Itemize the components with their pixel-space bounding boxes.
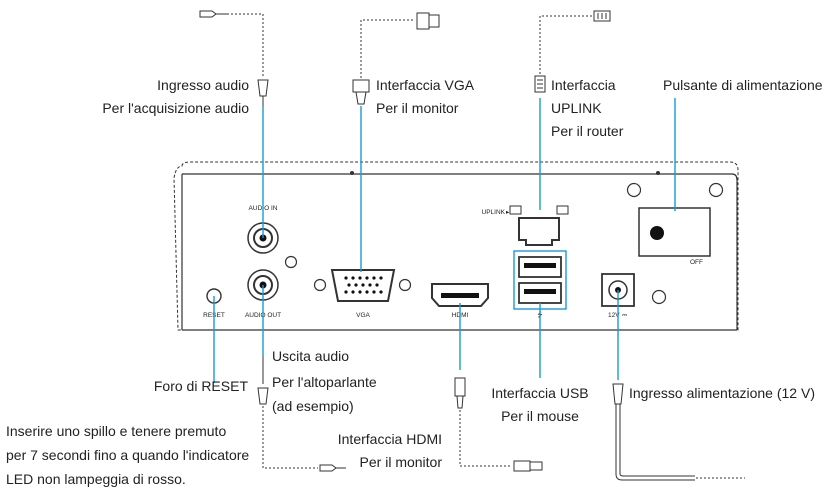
audio-out-title: Uscita audio [272, 348, 349, 364]
dc-symbol: ⎓ [622, 312, 627, 319]
usb-title: Interfaccia USB [491, 385, 588, 401]
uplink-cable [534, 10, 611, 93]
power-switch [638, 207, 711, 257]
hdmi-title: Interfaccia HDMI [338, 431, 442, 447]
reset-note-2: per 7 secondi fino a quando l'indicatore [6, 447, 249, 463]
reset-title: Foro di RESET [154, 378, 249, 394]
reset-note-1: Inserire uno spillo e tenere premuto [6, 423, 226, 439]
screw-hole [651, 289, 667, 305]
audio-out-desc: Per l'altoparlante [272, 374, 377, 390]
reset-note-3: LED non lampeggia di rosso. [6, 471, 186, 487]
uplink-port [509, 205, 569, 246]
hdmi-cable [454, 377, 543, 472]
power-input-title: Ingresso alimentazione (12 V) [629, 385, 815, 401]
screw-hole [708, 182, 724, 198]
power-input-device-label: 12V [608, 312, 620, 319]
power-button-title: Pulsante di alimentazione [663, 77, 823, 93]
audio-out-desc-2: (ad esempio) [272, 398, 354, 414]
screw-hole [626, 182, 642, 198]
power-cable [612, 383, 745, 481]
audio-in-desc: Per l'acquisizione audio [102, 100, 249, 116]
vga-port [313, 269, 412, 302]
off-device-label: OFF [690, 259, 703, 266]
screw-hole [284, 255, 298, 269]
uplink-device-label: UPLINK [482, 209, 506, 216]
uplink-arrow: ▸ [506, 209, 510, 216]
audio-in-cable [199, 10, 269, 106]
vga-device-label: VGA [356, 312, 370, 319]
vga-title: Interfaccia VGA [376, 77, 475, 93]
audio-out-cable [257, 356, 346, 472]
audio-in-title: Ingresso audio [157, 77, 249, 93]
usb-ports [513, 250, 567, 310]
uplink-desc: Per il router [551, 123, 624, 139]
leader-lines [213, 98, 676, 383]
uplink-title-2: UPLINK [551, 100, 602, 116]
hdmi-port [431, 283, 489, 307]
hdmi-desc: Per il monitor [360, 454, 443, 470]
uplink-title: Interfaccia [551, 77, 616, 93]
vga-desc: Per il monitor [376, 100, 459, 116]
usb-desc: Per il mouse [501, 408, 579, 424]
vga-cable [352, 12, 440, 105]
